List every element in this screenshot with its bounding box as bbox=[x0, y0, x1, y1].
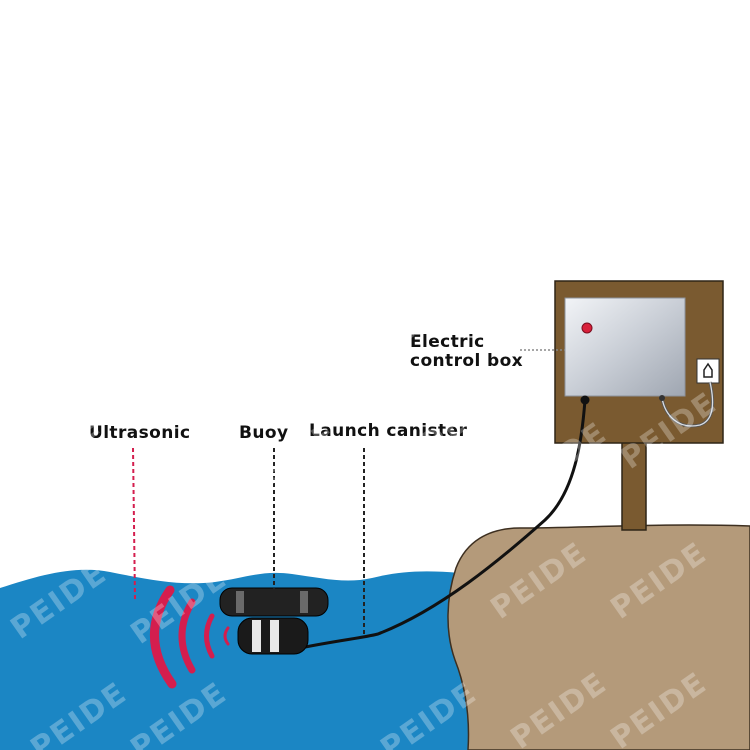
watermark-2: PEIDE bbox=[115, 295, 224, 386]
indicator-light bbox=[581, 322, 593, 334]
leader-line-ultrasonic bbox=[132, 447, 136, 601]
buoy-band-right bbox=[300, 591, 308, 613]
cable-connector bbox=[580, 395, 590, 405]
label-buoy: Buoy bbox=[239, 423, 288, 443]
label-ultrasonic: Ultrasonic bbox=[89, 423, 190, 443]
ultrasonic-wave-2 bbox=[204, 613, 215, 659]
ultrasonic-wave-1 bbox=[223, 626, 230, 646]
signal-cable bbox=[299, 399, 587, 650]
ultrasonic-wave-3 bbox=[178, 598, 196, 674]
electric-control-box bbox=[564, 297, 686, 397]
ultrasonic-waves bbox=[150, 585, 230, 689]
canister-ring-2 bbox=[270, 620, 279, 652]
label-launch-canister: Launch canister bbox=[309, 421, 467, 441]
power-cord-highlight bbox=[661, 381, 714, 427]
ultrasonic-wave-4 bbox=[150, 585, 177, 689]
watermark-1: PEIDE bbox=[0, 275, 104, 366]
watermark-7: PEIDE bbox=[365, 405, 474, 496]
water-body bbox=[0, 569, 470, 750]
watermark-5: PEIDE bbox=[5, 415, 114, 506]
watermark-3: PEIDE bbox=[235, 275, 344, 366]
cord-connector bbox=[659, 395, 665, 401]
power-outlet bbox=[696, 358, 720, 384]
buoy-band-left bbox=[236, 591, 244, 613]
label-control-box-line2: control box bbox=[410, 351, 523, 371]
mount-pole bbox=[621, 439, 647, 531]
label-control-box-line1: Electric bbox=[410, 332, 485, 352]
plug-icon bbox=[703, 362, 713, 378]
canister-ring-1 bbox=[252, 620, 261, 652]
